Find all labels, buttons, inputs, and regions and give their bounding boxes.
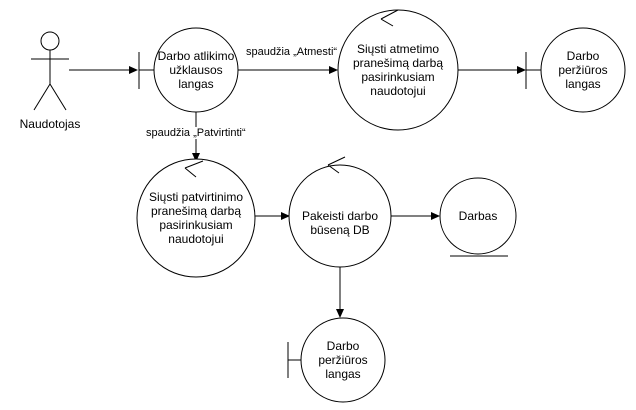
edge-label-confirm: spaudžia „Patvirtinti“ xyxy=(146,127,246,139)
boundary-review-window-top xyxy=(525,27,626,113)
control-send-confirm xyxy=(136,158,256,278)
send-reject-label: Siųsti atmetimo pranešimą darbą pasirink… xyxy=(352,42,444,98)
review-window-top-label: Darbo peržiūros langas xyxy=(558,49,608,91)
actor-label: Naudotojas xyxy=(19,117,81,131)
request-window-label: Darbo atlikimo užklausos langas xyxy=(157,49,235,91)
entity-darbas xyxy=(439,177,517,257)
entity-darbas-label: Darbas xyxy=(458,209,498,223)
review-window-bottom-label: Darbo peržiūros langas xyxy=(318,339,368,381)
boundary-review-window-bottom xyxy=(287,317,386,403)
change-state-label: Pakeisti darbo būseną DB xyxy=(301,209,379,237)
send-confirm-label: Siųsti patvirtinimo pranešimą darbą pasi… xyxy=(148,190,244,246)
actor-figure xyxy=(31,31,69,111)
edge-label-reject: spaudžia „Atmesti“ xyxy=(246,46,338,58)
